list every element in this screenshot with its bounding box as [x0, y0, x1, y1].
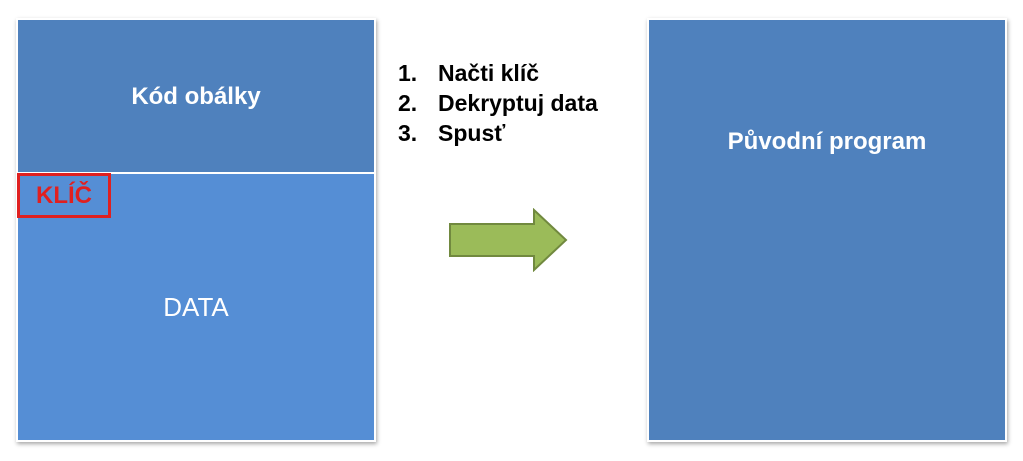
arrow-shape: [449, 208, 568, 272]
step-item: 1. Načti klíč: [398, 58, 598, 88]
envelope-code-label: Kód obálky: [131, 83, 261, 110]
step-item: 3. Spusť: [398, 118, 598, 148]
packed-program: Kód obálky DATA: [16, 18, 376, 442]
step-text: Načti klíč: [438, 60, 539, 86]
step-number: 2.: [398, 90, 418, 116]
data-block: DATA: [16, 174, 376, 442]
envelope-code-block: Kód obálky: [16, 18, 376, 174]
steps-list: 1. Načti klíč 2. Dekryptuj data 3. Spusť: [398, 58, 598, 148]
key-label: KLÍČ: [36, 181, 92, 209]
step-number: 3.: [398, 120, 418, 146]
step-number: 1.: [398, 60, 418, 86]
data-label: DATA: [163, 291, 229, 322]
key-box: KLÍČ: [17, 173, 111, 218]
original-program-label: Původní program: [727, 128, 927, 155]
step-text: Dekryptuj data: [438, 90, 598, 116]
right-arrow-icon: [449, 208, 568, 272]
step-text: Spusť: [438, 120, 506, 146]
step-item: 2. Dekryptuj data: [398, 88, 598, 118]
original-program-block: Původní program: [647, 18, 1007, 442]
